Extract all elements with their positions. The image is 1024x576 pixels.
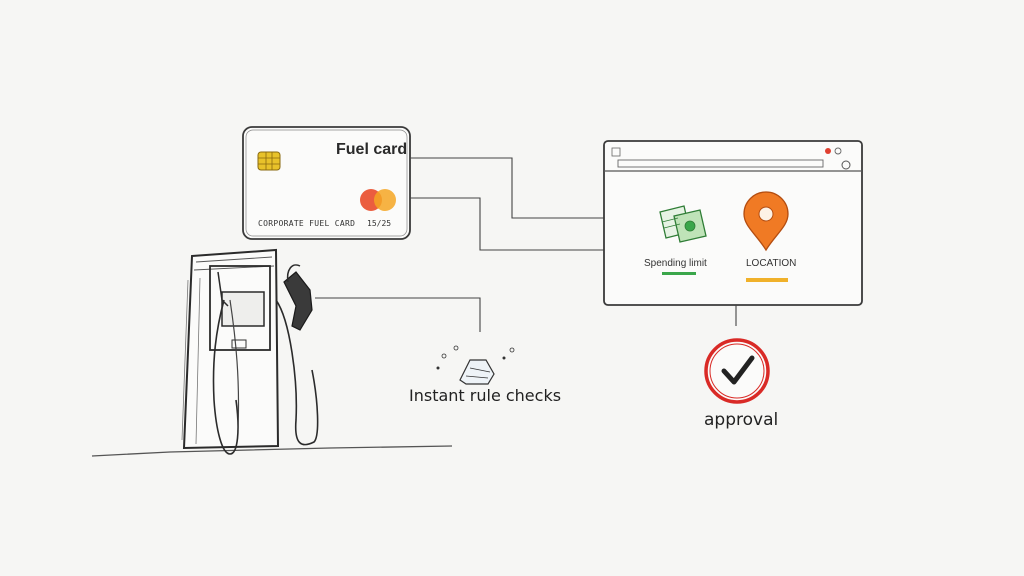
dashboard-window xyxy=(603,140,863,306)
location-label: LOCATION xyxy=(746,258,797,269)
location-pin-icon xyxy=(743,191,789,252)
approval-badge xyxy=(704,338,770,404)
fuel-nozzle-icon xyxy=(283,264,313,331)
mastercard-logo-icon xyxy=(360,189,396,211)
location-status-bar xyxy=(746,278,788,282)
ground-line xyxy=(91,445,453,457)
card-expiry-text: 15/25 xyxy=(367,219,392,228)
card-holder-text: CORPORATE FUEL CARD xyxy=(258,219,356,228)
sim-chip-icon xyxy=(257,151,281,171)
fuel-card xyxy=(242,126,411,240)
connector-card-dashboard-top xyxy=(410,157,606,219)
card-title: Fuel card xyxy=(336,141,408,158)
spending-status-bar xyxy=(662,272,696,275)
window-dot-red xyxy=(825,148,831,154)
checkmark-icon xyxy=(721,355,755,385)
connector-pump-rules xyxy=(315,297,481,332)
approval-label: approval xyxy=(704,410,779,430)
instant-rule-checks-label: Instant rule checks xyxy=(409,386,562,405)
gear-icon xyxy=(841,160,851,170)
connector-card-dashboard-bottom xyxy=(410,197,606,251)
spending-limit-label: Spending limit xyxy=(644,258,707,269)
rule-checks-icon xyxy=(436,345,515,385)
fuel-pump-icon xyxy=(181,248,319,455)
money-stack-icon xyxy=(659,205,707,243)
